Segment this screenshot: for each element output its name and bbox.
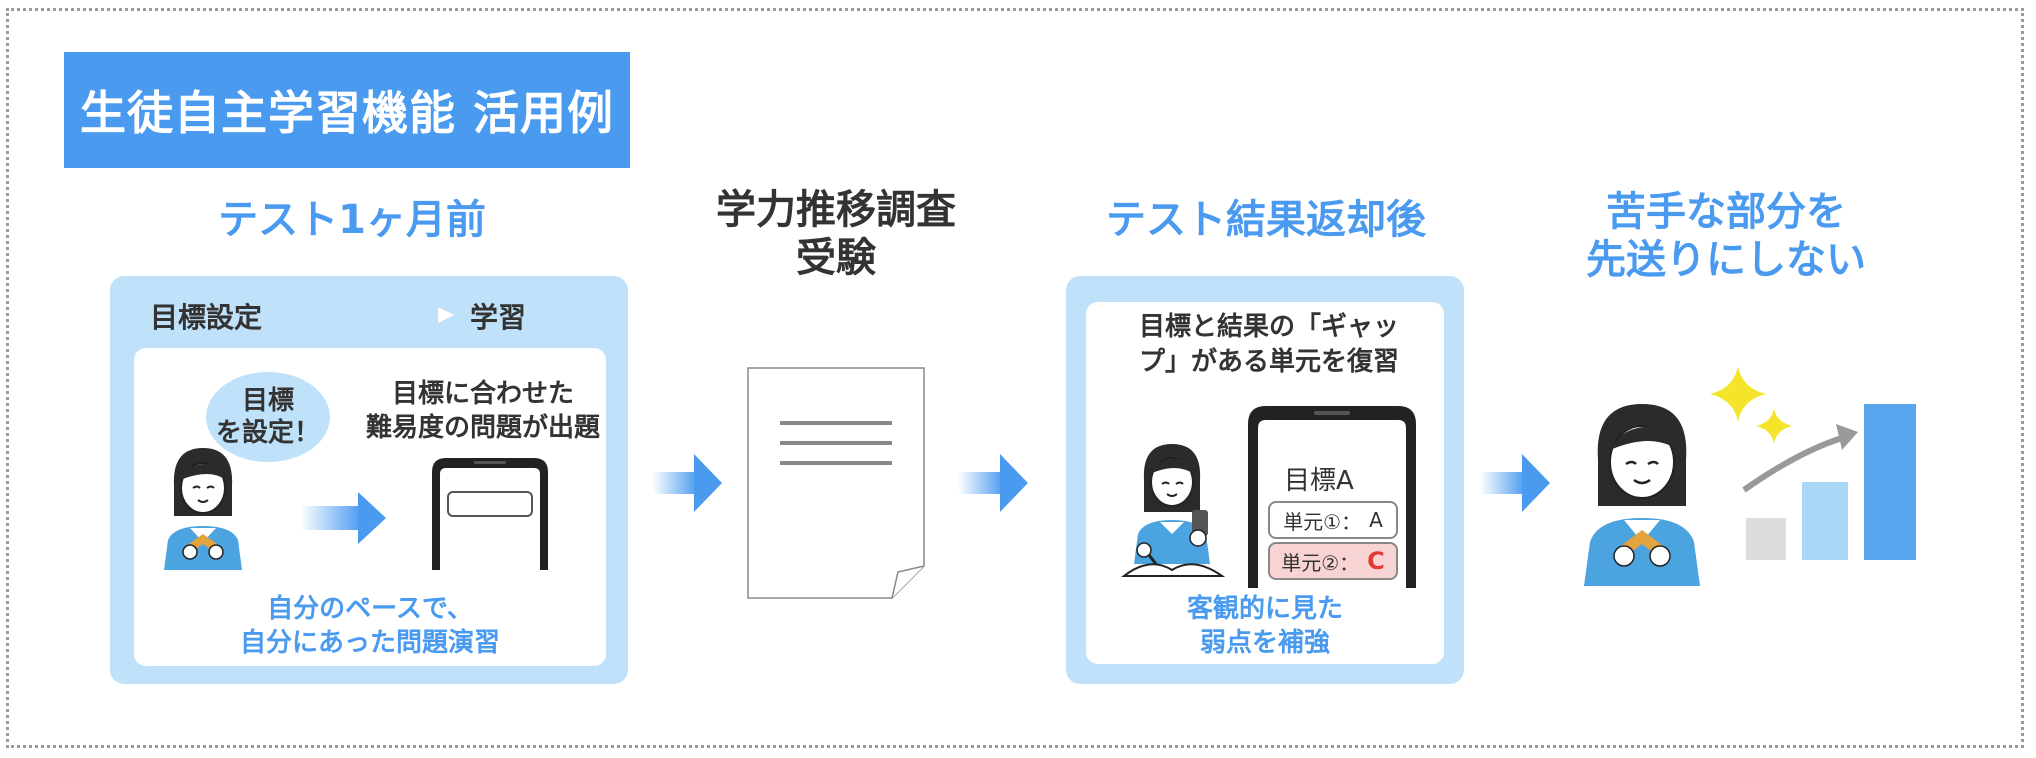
- arrow-right-icon: [652, 454, 722, 512]
- unit-1-grade: A: [1369, 508, 1383, 532]
- flow-arrow-icon: [322, 307, 454, 323]
- student-icon: [164, 448, 242, 570]
- dotted-frame: [6, 8, 2024, 748]
- step3-top-caption: 目標と結果の「ギャップ」がある単元を復習: [1138, 312, 1399, 378]
- flow-goal-label: 目標設定: [150, 301, 263, 334]
- unit-2-grade: C: [1367, 547, 1385, 575]
- page-title: 生徒自主学習機能 活用例: [64, 52, 630, 168]
- phone-caption: 目標に合わせた 難易度の問題が出題: [365, 379, 600, 443]
- step2-heading: 学力推移調査 受験: [716, 187, 956, 281]
- unit-1-label: 単元①：: [1283, 509, 1362, 534]
- step1-heading: テスト1ヶ月前: [218, 197, 486, 243]
- student-studying-icon: [1121, 444, 1226, 577]
- smartphone-icon: [432, 458, 548, 570]
- growth-chart-icon: [1742, 404, 1916, 560]
- step3-bottom-caption: 客観的に見た 弱点を補強: [1186, 594, 1343, 659]
- phone-goal-title: 目標A: [1284, 466, 1354, 496]
- arrow-right-icon: [300, 492, 386, 544]
- document-icon: [747, 367, 925, 599]
- unit-2-label: 単元②：: [1281, 550, 1360, 575]
- goal-bubble: 目標 を設定！: [206, 372, 330, 462]
- arrow-right-icon: [958, 454, 1028, 512]
- student-icon: [1584, 404, 1700, 586]
- step4-heading: 苦手な部分を 先送りにしない: [1586, 189, 1866, 283]
- sparkle-icon: [1710, 366, 1792, 444]
- step3-heading: テスト結果返却後: [1106, 197, 1426, 243]
- flow-study-label: 学習: [470, 301, 527, 334]
- unit-row-2: 単元②： C: [1268, 542, 1398, 580]
- step1-bottom-caption: 自分のペースで、 自分にあった問題演習: [239, 594, 500, 659]
- arrow-right-icon: [1480, 454, 1550, 512]
- unit-row-1: 単元①： A: [1268, 501, 1398, 539]
